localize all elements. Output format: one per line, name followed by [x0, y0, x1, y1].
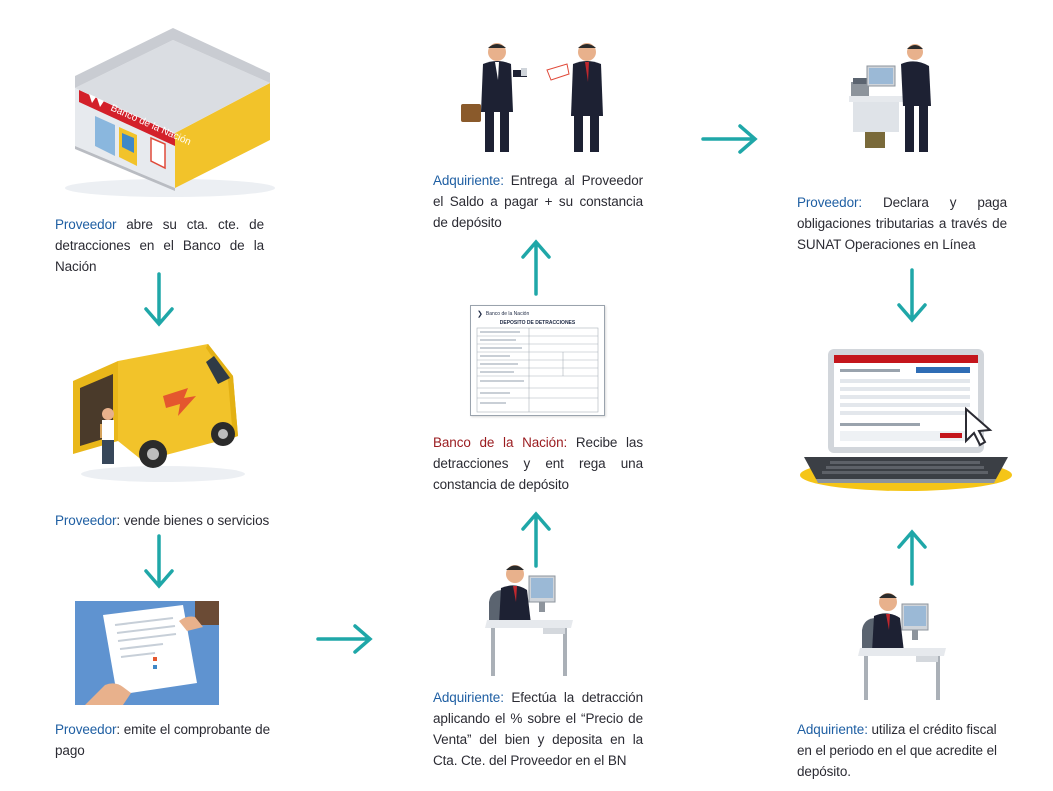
receipt-document-illustration — [75, 601, 219, 705]
arrow-right-1-icon — [315, 622, 375, 656]
arrow-down-2-icon — [142, 534, 176, 590]
arrow-down-3-icon — [895, 268, 929, 324]
bank-logo-icon: ❯ — [477, 311, 483, 318]
arrow-right-2-icon — [700, 122, 760, 156]
arrow-up-2-icon — [519, 510, 553, 568]
delivery-van-illustration — [68, 336, 248, 484]
caption-declara: Proveedor: Declara y paga obligaciones t… — [797, 192, 1007, 255]
caption-efectua: Adquiriente: Efectúa la detracción aplic… — [433, 687, 643, 771]
caption-entrega: Adquiriente: Entrega al Proveedor el Sal… — [433, 170, 643, 233]
role-label: Proveedor — [55, 513, 117, 528]
caption-text: Efectúa la detracción aplicando el % sob… — [433, 690, 643, 768]
buyer-at-computer-illustration — [483, 562, 575, 680]
buyer-at-computer-2-illustration — [856, 590, 948, 702]
caption-bank-open: Proveedor abre su cta. cte. de detraccio… — [55, 214, 264, 277]
role-label: Adquiriente: — [433, 690, 504, 705]
caption-text: : emite el comprobante de pago — [55, 722, 270, 758]
form-bank-name: Banco de la Nación — [485, 311, 530, 317]
caption-text: Recibe las detracciones y ent rega una c… — [433, 435, 643, 492]
caption-utiliza: Adquiriente: utiliza el crédito fiscal e… — [797, 719, 1012, 782]
role-label: Adquiriente: — [797, 722, 868, 737]
caption-text: Entrega al Proveedor el Saldo a pagar + … — [433, 173, 643, 230]
caption-text: abre su cta. cte. de detracciones en el … — [55, 217, 264, 274]
arrow-down-1-icon — [142, 272, 176, 328]
arrow-up-1-icon — [519, 238, 553, 296]
deposit-form-document: ❯ Banco de la Nación DEPOSITO DE DETRACC… — [470, 305, 605, 416]
role-label: Proveedor: — [797, 195, 863, 210]
bank-sign-logo-icon — [89, 94, 104, 107]
role-label: Adquiriente: — [433, 173, 504, 188]
caption-text: : vende bienes o servicios — [116, 513, 270, 528]
arrow-up-3-icon — [895, 528, 929, 586]
bank-building-illustration: Banco de la Nación — [55, 28, 275, 198]
caption-recibe: Banco de la Nación: Recibe las detraccio… — [433, 432, 643, 495]
role-label: Proveedor — [55, 722, 117, 737]
caption-text: utiliza el crédito fiscal en el periodo … — [797, 722, 997, 779]
businessmen-meeting-illustration — [455, 40, 630, 160]
caption-emite: Proveedor: emite el comprobante de pago — [55, 719, 285, 761]
role-label: Proveedor — [55, 217, 117, 232]
caption-text: Declara y paga obligaciones tributarias … — [797, 195, 1007, 252]
supplier-at-laptop-illustration — [845, 42, 945, 160]
form-title: DEPOSITO DE DETRACCIONES — [499, 320, 576, 326]
caption-vende: Proveedor: vende bienes o servicios — [55, 510, 275, 531]
laptop-sunat-portal-illustration — [800, 345, 1012, 495]
role-label: Banco de la Nación: — [433, 435, 568, 450]
